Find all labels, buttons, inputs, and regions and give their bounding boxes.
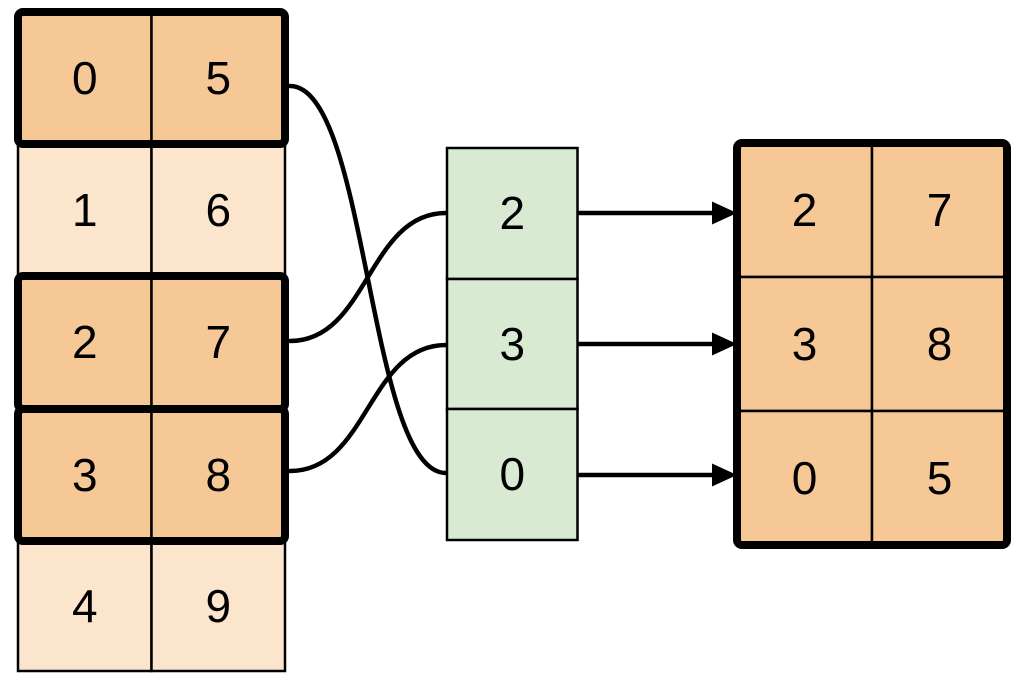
result-value: 3 bbox=[792, 318, 818, 370]
source-cell-r4c1 bbox=[150, 539, 287, 673]
source-row-0: 0 5 bbox=[16, 10, 287, 146]
source-cell-r0c0 bbox=[16, 10, 153, 146]
result-cell-r2c0 bbox=[735, 409, 874, 547]
arrowhead-icon bbox=[712, 332, 737, 356]
index-value: 0 bbox=[499, 448, 525, 500]
result-table: 2 7 3 8 0 5 bbox=[733, 139, 1011, 549]
result-cell-r2c1 bbox=[870, 409, 1009, 547]
source-value: 6 bbox=[205, 184, 231, 236]
arrowhead-icon bbox=[712, 463, 737, 487]
index-value: 2 bbox=[499, 187, 525, 239]
result-value: 0 bbox=[792, 452, 818, 504]
index-cell-1 bbox=[445, 277, 579, 411]
result-row-1: 3 8 bbox=[735, 275, 1009, 413]
source-cell-r0c1 bbox=[150, 10, 287, 146]
index-cell-0 bbox=[445, 146, 579, 281]
result-cell-r1c0 bbox=[735, 275, 874, 413]
source-value: 8 bbox=[205, 449, 231, 501]
source-value: 7 bbox=[205, 316, 231, 368]
result-cell-r0c1 bbox=[870, 141, 1009, 279]
source-value: 4 bbox=[72, 580, 98, 632]
source-value: 9 bbox=[205, 580, 231, 632]
result-table-outline bbox=[733, 139, 1011, 549]
curve-row3-to-index3 bbox=[287, 342, 449, 474]
arrow-index3-to-result1 bbox=[578, 332, 737, 356]
source-value: 3 bbox=[72, 449, 98, 501]
index-column: 2 3 0 bbox=[445, 146, 579, 542]
source-row-4: 4 9 bbox=[16, 539, 287, 673]
arrowhead-icon bbox=[712, 201, 737, 225]
source-row-3: 3 8 bbox=[16, 407, 287, 543]
source-value: 1 bbox=[72, 184, 98, 236]
source-row-1: 1 6 bbox=[16, 142, 287, 278]
index-value: 3 bbox=[499, 318, 525, 370]
result-row-2: 0 5 bbox=[735, 409, 1009, 547]
source-cell-r1c1 bbox=[150, 142, 287, 278]
result-value: 8 bbox=[927, 318, 953, 370]
result-cell-r1c1 bbox=[870, 275, 1009, 413]
source-value: 5 bbox=[205, 52, 231, 104]
source-cell-r4c0 bbox=[16, 539, 153, 673]
highlight-outline-row-0 bbox=[14, 8, 289, 148]
source-value: 2 bbox=[72, 316, 98, 368]
result-value: 7 bbox=[927, 184, 953, 236]
curve-row2-to-index2 bbox=[287, 210, 449, 344]
arrow-index0-to-result2 bbox=[578, 463, 737, 487]
source-value: 0 bbox=[72, 52, 98, 104]
source-row-2: 2 7 bbox=[16, 274, 287, 411]
result-value: 2 bbox=[792, 184, 818, 236]
connector-curves bbox=[287, 83, 449, 476]
result-row-0: 2 7 bbox=[735, 141, 1009, 279]
result-value: 5 bbox=[927, 452, 953, 504]
source-cell-r2c1 bbox=[150, 274, 287, 411]
index-cell-2 bbox=[445, 407, 579, 542]
arrow-index2-to-result0 bbox=[578, 201, 737, 225]
source-cell-r3c1 bbox=[150, 407, 287, 543]
source-table: 0 5 1 6 2 7 3 8 4 9 bbox=[14, 8, 289, 673]
index-arrows bbox=[578, 201, 737, 487]
highlight-outline-row-3 bbox=[14, 405, 289, 545]
